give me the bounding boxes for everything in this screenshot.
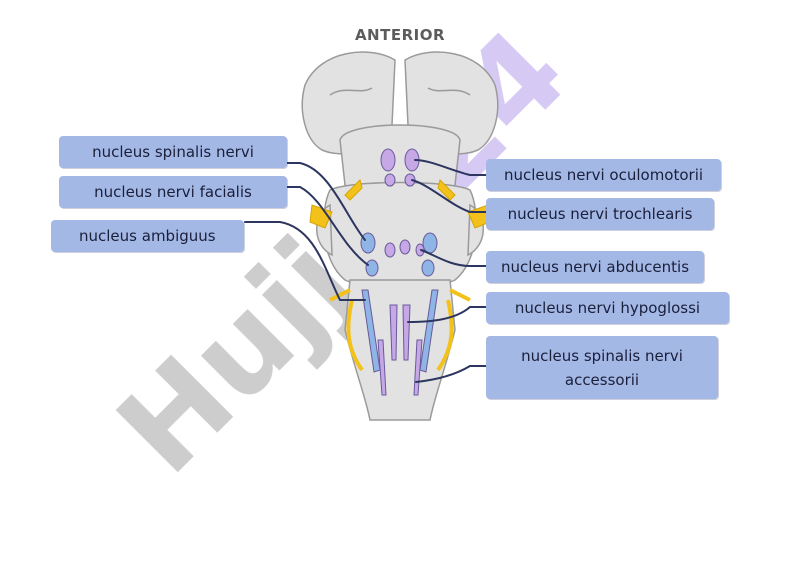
nerve-right-upper xyxy=(437,179,456,201)
label-nucleus-nervi-abducentis: nucleus nervi abducentis xyxy=(486,251,704,283)
nuclei xyxy=(360,148,439,396)
ambiguus-column-right xyxy=(419,289,439,373)
leader-spinalis-nervi xyxy=(286,162,366,241)
label-nucleus-nervi-hypoglossi: nucleus nervi hypoglossi xyxy=(486,292,729,324)
spinal-trigeminal-nucleus-right xyxy=(422,232,438,254)
label-nucleus-nervi-trochlearis: nucleus nervi trochlearis xyxy=(486,198,714,230)
oculomotor-nucleus-left xyxy=(380,148,396,172)
label-nucleus-nervi-oculomotorii: nucleus nervi oculomotorii xyxy=(486,159,721,191)
label-nucleus-spinalis-nervi-accessorii: nucleus spinalis nervi accessorii xyxy=(486,336,718,399)
pons xyxy=(323,181,477,290)
label-nucleus-nervi-facialis: nucleus nervi facialis xyxy=(59,176,287,208)
trigeminal-left xyxy=(309,204,333,229)
leader-trochlearis xyxy=(411,179,487,213)
hypoglossal-nucleus-left xyxy=(389,304,398,361)
nerve-left-lower xyxy=(329,288,364,372)
leader-hypoglossi xyxy=(407,306,487,323)
cranial-nerves xyxy=(309,179,491,372)
leader-oculomotorii xyxy=(414,159,487,176)
trochlear-nucleus-left xyxy=(384,173,396,187)
hypoglossal-nucleus-right xyxy=(402,304,411,361)
label-nucleus-ambiguus: nucleus ambiguus xyxy=(51,220,244,252)
leader-ambiguus xyxy=(244,221,366,301)
leader-lines xyxy=(244,159,487,383)
facial-nucleus-right xyxy=(421,259,435,277)
nerve-left-upper xyxy=(344,179,363,201)
leader-accessorii xyxy=(415,365,487,383)
leader-abducentis xyxy=(420,249,487,267)
hemisphere-fold xyxy=(329,87,471,96)
label-nucleus-spinalis-nervi: nucleus spinalis nervi xyxy=(59,136,287,168)
abducens-nucleus-left xyxy=(384,242,396,258)
accessory-nucleus-left xyxy=(377,339,387,396)
abducens-nucleus-center xyxy=(399,239,411,255)
facial-nucleus-left xyxy=(365,259,379,277)
leader-nervi-facialis xyxy=(286,186,369,266)
orientation-label: ANTERIOR xyxy=(354,26,446,44)
nerve-right-lower xyxy=(436,288,471,372)
brain-illustration xyxy=(301,51,499,421)
